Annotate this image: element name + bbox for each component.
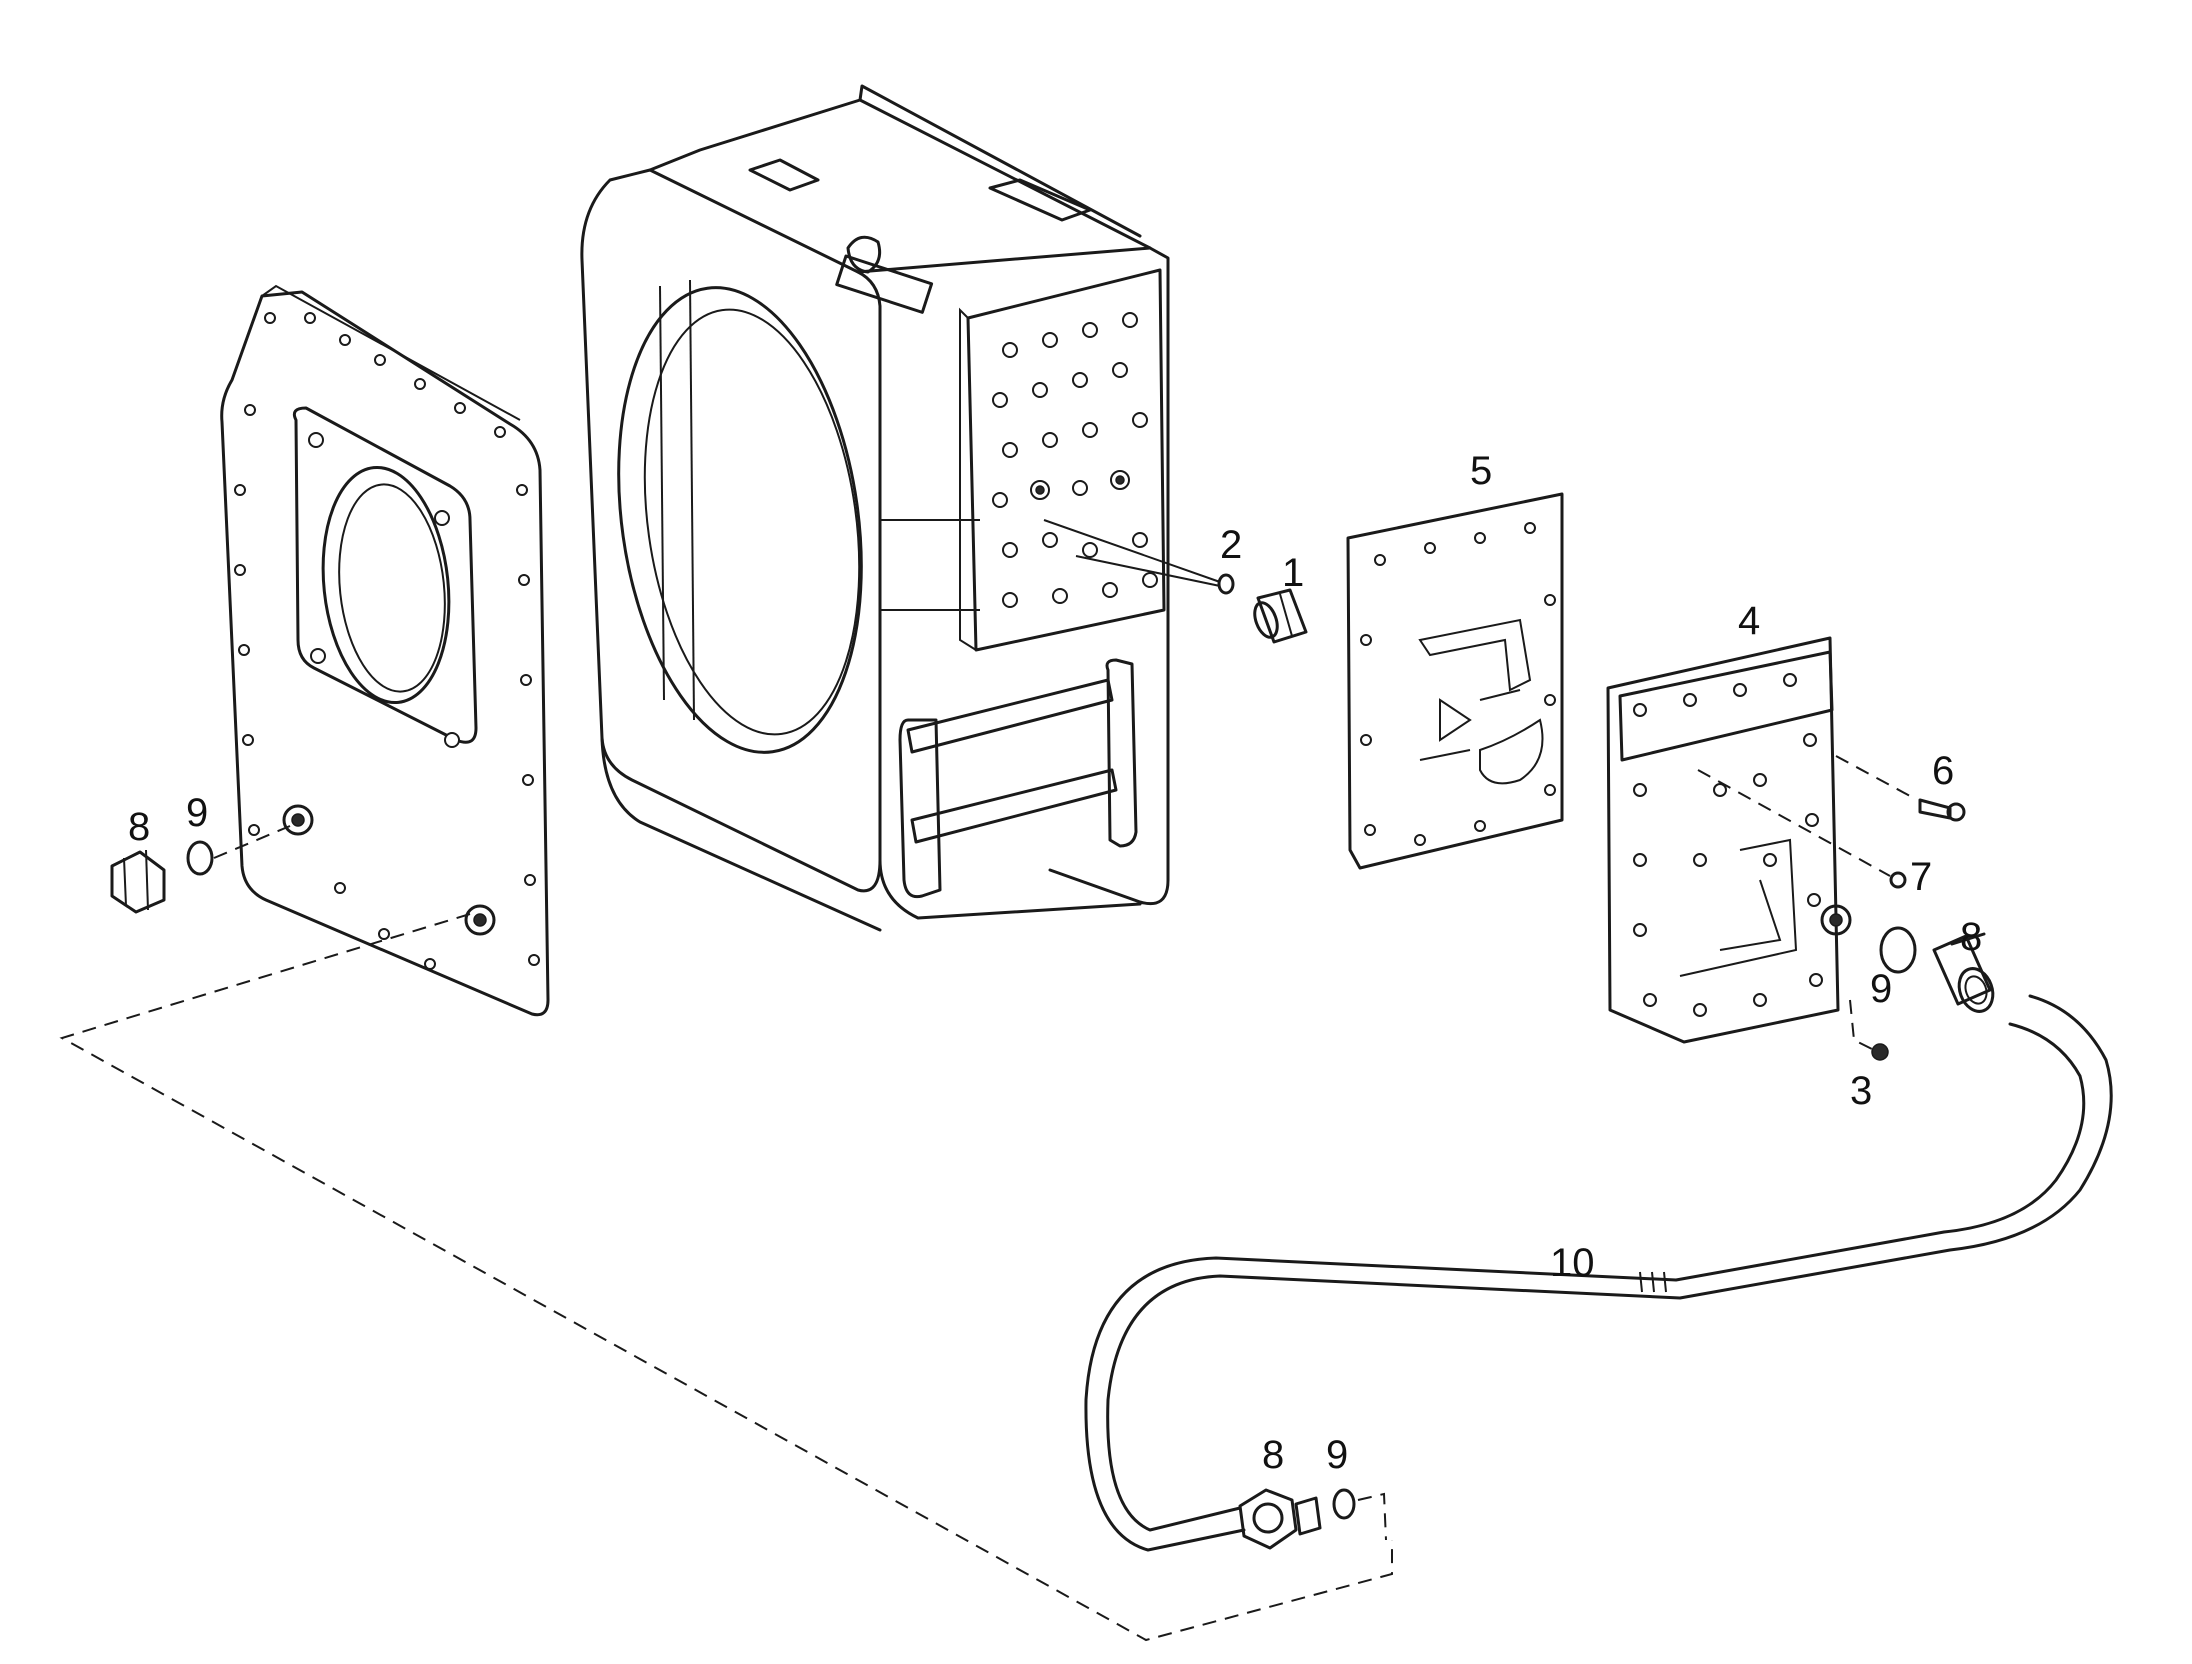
- part-7-ball: [1697, 769, 1907, 889]
- callout-8-bottom: 8: [1262, 1433, 1284, 1477]
- right-fitting-assembly: [1879, 926, 1995, 1013]
- callout-7: 7: [1910, 855, 1932, 899]
- part-6-screw: [1835, 755, 1966, 822]
- callout-5: 5: [1470, 449, 1492, 493]
- rear-valve-mounting-face: [959, 268, 1166, 652]
- bottom-fitting-assembly: [1238, 1488, 1356, 1550]
- callout-1: 1: [1282, 551, 1304, 595]
- callout-6: 6: [1932, 749, 1954, 793]
- callout-8-left: 8: [128, 805, 150, 849]
- dashed-connection-lines: [59, 913, 1393, 1642]
- lower-rails: [898, 658, 1138, 899]
- callout-9-left: 9: [186, 791, 208, 835]
- part-10-pipe: [1084, 994, 2113, 1552]
- front-cover-plate: [220, 284, 550, 1017]
- callout-4: 4: [1738, 599, 1760, 643]
- callout-labels: 1 2 3 4 5 6 7 8 9 8 9 8 9 10: [128, 449, 1982, 1477]
- part-2-orings: [1043, 519, 1235, 595]
- left-fitting-assembly: [110, 825, 291, 914]
- transmission-housing: [580, 84, 1170, 932]
- callout-3: 3: [1850, 1069, 1872, 1113]
- part-5-gasket: [1346, 492, 1564, 870]
- callout-8-right: 8: [1960, 915, 1982, 959]
- callout-9-bottom: 9: [1326, 1433, 1348, 1477]
- callout-2: 2: [1220, 523, 1242, 567]
- part-3-plug: [1849, 999, 1889, 1061]
- part-4-valve-block: [1606, 636, 1852, 1044]
- cover-bolt-holes: [234, 312, 540, 970]
- part-1-fitting: [1253, 588, 1308, 644]
- callout-10: 10: [1550, 1241, 1595, 1285]
- callout-9-right: 9: [1870, 967, 1892, 1011]
